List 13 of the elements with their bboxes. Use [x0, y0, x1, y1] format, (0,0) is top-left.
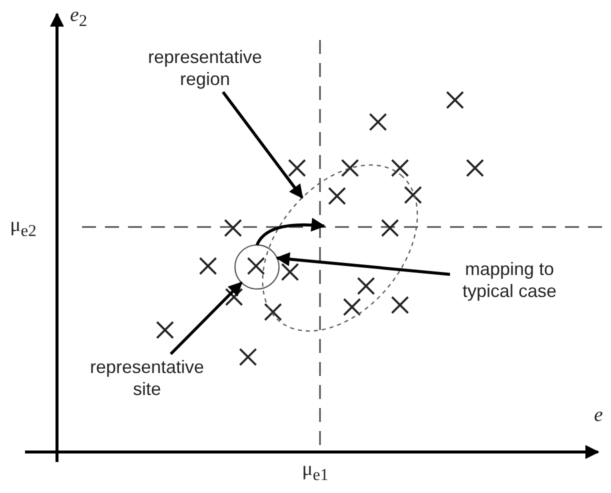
leader-arrow — [276, 252, 450, 276]
leader-arrow — [222, 91, 304, 199]
dashed-ellipse — [262, 164, 418, 332]
callout-text: representative region — [140, 46, 270, 90]
axis-label: e$_{2}$ — [70, 4, 88, 31]
axis-label: μ$_{e2}$ — [10, 214, 36, 241]
leader-arrow — [170, 282, 243, 356]
callout-text: representative site — [82, 356, 212, 400]
curved-arrow — [256, 218, 326, 246]
axis-label: e — [594, 404, 603, 427]
axis-label: μ$_{e1}$ — [302, 458, 328, 485]
callout-text: mapping to typical case — [452, 258, 567, 302]
circle — [234, 244, 280, 290]
